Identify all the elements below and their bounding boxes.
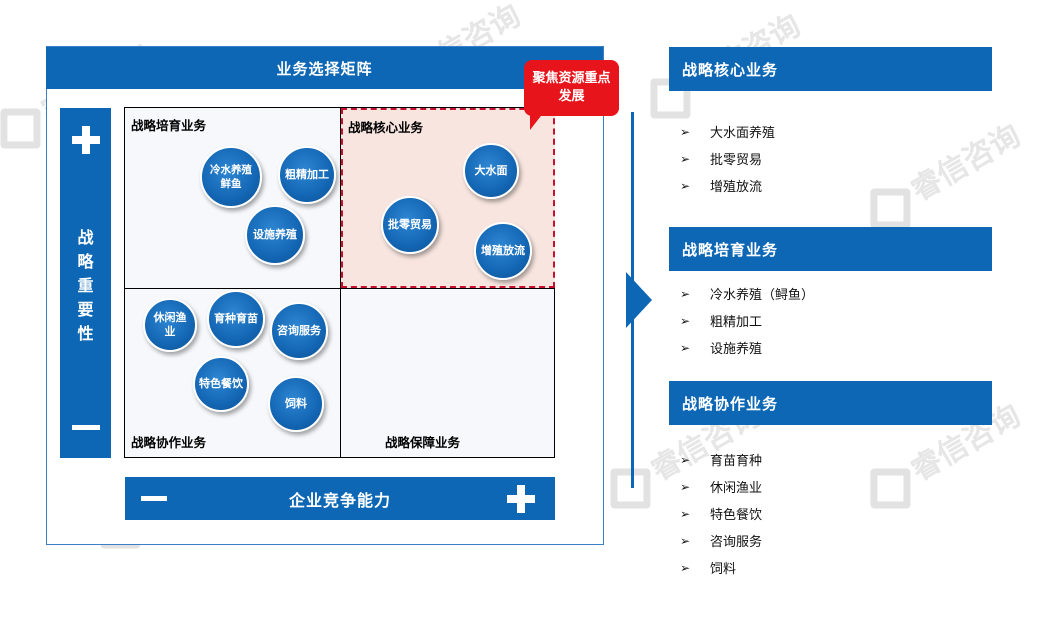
bubble-breeding: 育种育苗 [207, 290, 265, 348]
list-item: ➢冷水养殖（鲟鱼） [680, 286, 815, 304]
bubble-consulting: 咨询服务 [270, 302, 328, 360]
bubble-large-water-surface: 大水面 [463, 143, 519, 199]
bubble-specialty-dining: 特色餐饮 [193, 356, 249, 412]
minus-icon [72, 425, 100, 430]
bubble-stock-enhancement: 增殖放流 [474, 222, 532, 280]
list-item: ➢设施养殖 [680, 340, 763, 358]
chevron-right-icon: ➢ [680, 340, 691, 355]
bubble-feed: 饲料 [268, 376, 324, 432]
section-header-collaboration: 战略协作业务 [669, 381, 992, 425]
quadrant-label-support: 战略保障业务 [385, 435, 461, 450]
section-list-core: ➢大水面养殖 ➢批零贸易 ➢增殖放流 [680, 118, 775, 199]
list-item: ➢增殖放流 [680, 178, 763, 196]
section-header-cultivation: 战略培育业务 [669, 227, 992, 271]
list-item: ➢特色餐饮 [680, 506, 763, 524]
plus-icon [507, 485, 535, 513]
chevron-right-icon: ➢ [680, 479, 691, 494]
chevron-right-icon: ➢ [680, 286, 691, 301]
watermark: 睿信咨询 [860, 111, 1029, 235]
chevron-right-icon: ➢ [680, 151, 691, 166]
quadrant-support [341, 288, 555, 458]
quadrant-label-cultivation: 战略培育业务 [131, 118, 207, 133]
section-list-cultivation: ➢冷水养殖（鲟鱼） ➢粗精加工 ➢设施养殖 [680, 280, 814, 361]
bubble-processing: 粗精加工 [278, 146, 336, 204]
list-item: ➢粗精加工 [680, 313, 763, 331]
section-header-core: 战略核心业务 [669, 47, 992, 91]
matrix-title: 业务选择矩阵 [46, 47, 603, 89]
list-item: ➢饲料 [680, 560, 737, 578]
bubble-facility-farming: 设施养殖 [245, 205, 305, 265]
y-axis-bar: 战略重要性 [60, 108, 111, 458]
section-list-collaboration: ➢育苗育种 ➢休闲渔业 ➢特色餐饮 ➢咨询服务 ➢饲料 [680, 446, 762, 581]
list-item: ➢大水面养殖 [680, 124, 776, 142]
bubble-cold-water-sturgeon: 冷水养殖鲜鱼 [200, 146, 262, 208]
chevron-right-icon: ➢ [680, 313, 691, 328]
list-item: ➢咨询服务 [680, 533, 763, 551]
chevron-right-icon: ➢ [680, 178, 691, 193]
list-item: ➢批零贸易 [680, 151, 763, 169]
minus-icon [141, 496, 167, 501]
quadrant-label-core: 战略核心业务 [348, 120, 424, 135]
callout-tail [530, 112, 550, 130]
chevron-right-icon: ➢ [680, 452, 691, 467]
x-axis-bar: 企业竞争能力 [125, 477, 555, 520]
list-item: ➢育苗育种 [680, 452, 763, 470]
arrow-right-icon [626, 272, 652, 328]
focus-callout: 聚焦资源重点发展 [524, 60, 619, 116]
y-axis-label: 战略重要性 [77, 228, 94, 343]
chevron-right-icon: ➢ [680, 506, 691, 521]
bubble-wholesale-retail: 批零贸易 [381, 196, 439, 254]
chevron-right-icon: ➢ [680, 560, 691, 575]
bubble-leisure-fishery: 休闲渔业 [143, 298, 197, 352]
x-axis-label: 企业竞争能力 [288, 490, 391, 510]
chevron-right-icon: ➢ [680, 124, 691, 139]
chevron-right-icon: ➢ [680, 533, 691, 548]
list-item: ➢休闲渔业 [680, 479, 763, 497]
plus-icon [72, 126, 100, 154]
quadrant-label-collaboration: 战略协作业务 [131, 435, 207, 450]
